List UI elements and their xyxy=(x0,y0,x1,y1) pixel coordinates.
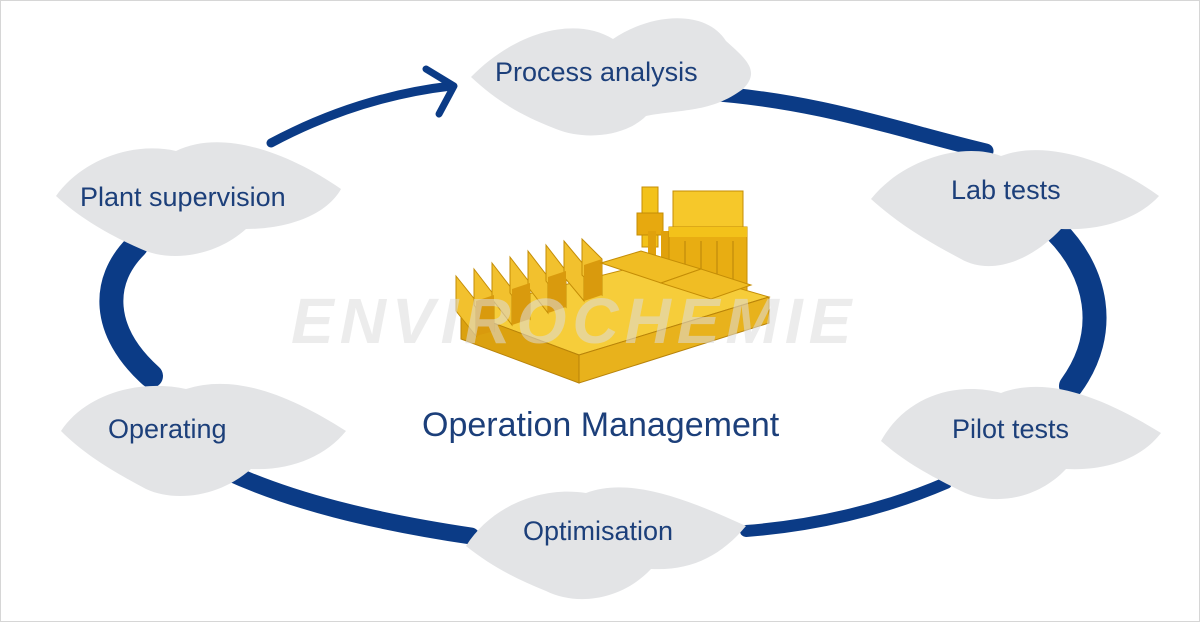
watermark: ENVIROCHEMIE xyxy=(291,285,858,357)
note-process-analysis xyxy=(471,18,752,136)
stage-notes xyxy=(56,18,1161,600)
stage-label-process-analysis: Process analysis xyxy=(495,57,698,87)
note-optimisation xyxy=(466,487,746,600)
note-pilot-tests xyxy=(881,386,1161,500)
note-operating xyxy=(61,383,346,497)
arc-supervision-to-process xyxy=(266,81,456,148)
arc-optimisation-to-operating xyxy=(217,462,480,545)
stage-label-plant-supervision: Plant supervision xyxy=(80,182,286,212)
center-title: Operation Management xyxy=(422,406,780,444)
arc-process-to-lab xyxy=(698,85,994,159)
stage-label-optimisation: Optimisation xyxy=(523,516,674,546)
arc-operating-to-supervision xyxy=(99,234,163,388)
note-plant-supervision xyxy=(56,142,341,257)
arc-pilot-to-optimisation xyxy=(740,477,952,537)
stage-label-pilot-tests: Pilot tests xyxy=(952,414,1070,444)
arc-lab-to-pilot xyxy=(1044,219,1107,398)
stage-label-lab-tests: Lab tests xyxy=(951,175,1061,205)
stage-label-operating: Operating xyxy=(108,414,227,444)
factory-illustration xyxy=(455,186,771,384)
note-lab-tests xyxy=(871,150,1159,267)
arrowhead xyxy=(422,65,458,118)
cycle-arrow xyxy=(99,65,1107,545)
